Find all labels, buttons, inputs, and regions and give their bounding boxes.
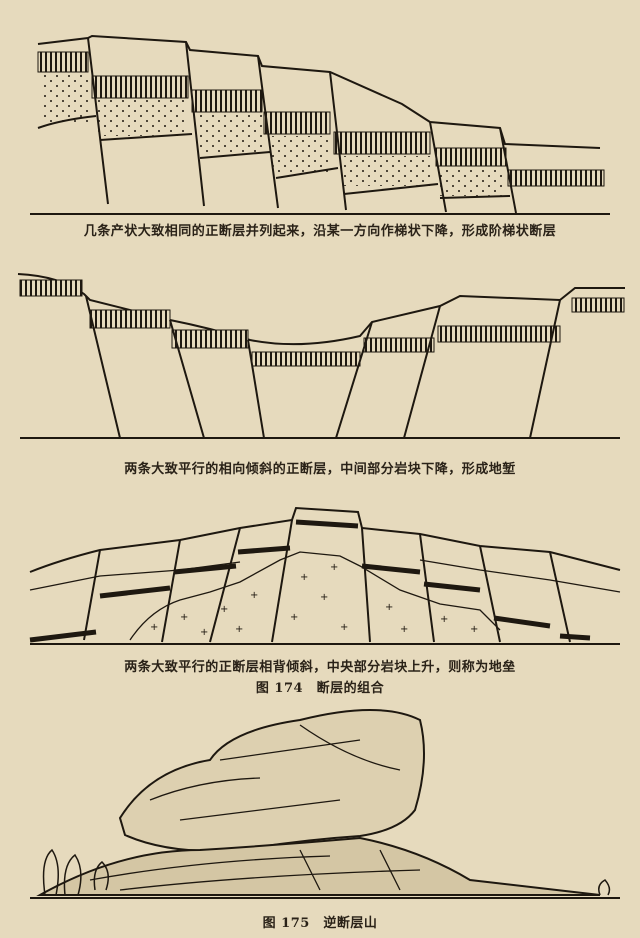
step-fault-caption: 几条产状大致相同的正断层并列起来，沿某一方向作梯状下降，形成阶梯状断层 [83,224,557,239]
reverse-fault-mountain-illustration [0,700,640,905]
horst-blocks: + + + + + + + + + + + + + + + [29,506,621,645]
graben-diagram [0,268,640,443]
rock-mass [30,709,620,899]
step-fault-diagram [0,28,640,218]
tree-icons [42,848,611,896]
svg-text:+: + [385,602,393,613]
svg-text:+: + [440,614,448,625]
svg-text:+: + [290,612,298,623]
svg-text:+: + [330,562,338,573]
svg-text:+: + [235,624,243,635]
svg-text:+: + [400,624,408,635]
svg-text:+: + [250,590,258,601]
svg-text:+: + [300,572,308,583]
figure-174-title: 图 174 断层的组合 [255,681,385,696]
graben-caption: 两条大致平行的相向倾斜的正断层，中间部分岩块下降，形成地堑 [124,462,516,477]
svg-text:+: + [200,627,208,638]
svg-text:+: + [470,624,478,635]
graben-blocks [17,273,625,439]
horst-caption: 两条大致平行的正断层相背倾斜，中央部分岩块上升，则称为地垒 [124,660,516,675]
step-fault-blocks [30,34,610,215]
svg-text:+: + [340,622,348,633]
svg-text:+: + [220,604,228,615]
svg-text:+: + [180,612,188,623]
svg-text:+: + [320,592,328,603]
figure-175-title: 图 175 逆断层山 [262,916,378,931]
svg-text:+: + [150,622,158,633]
horst-diagram: + + + + + + + + + + + + + + + [0,500,640,650]
